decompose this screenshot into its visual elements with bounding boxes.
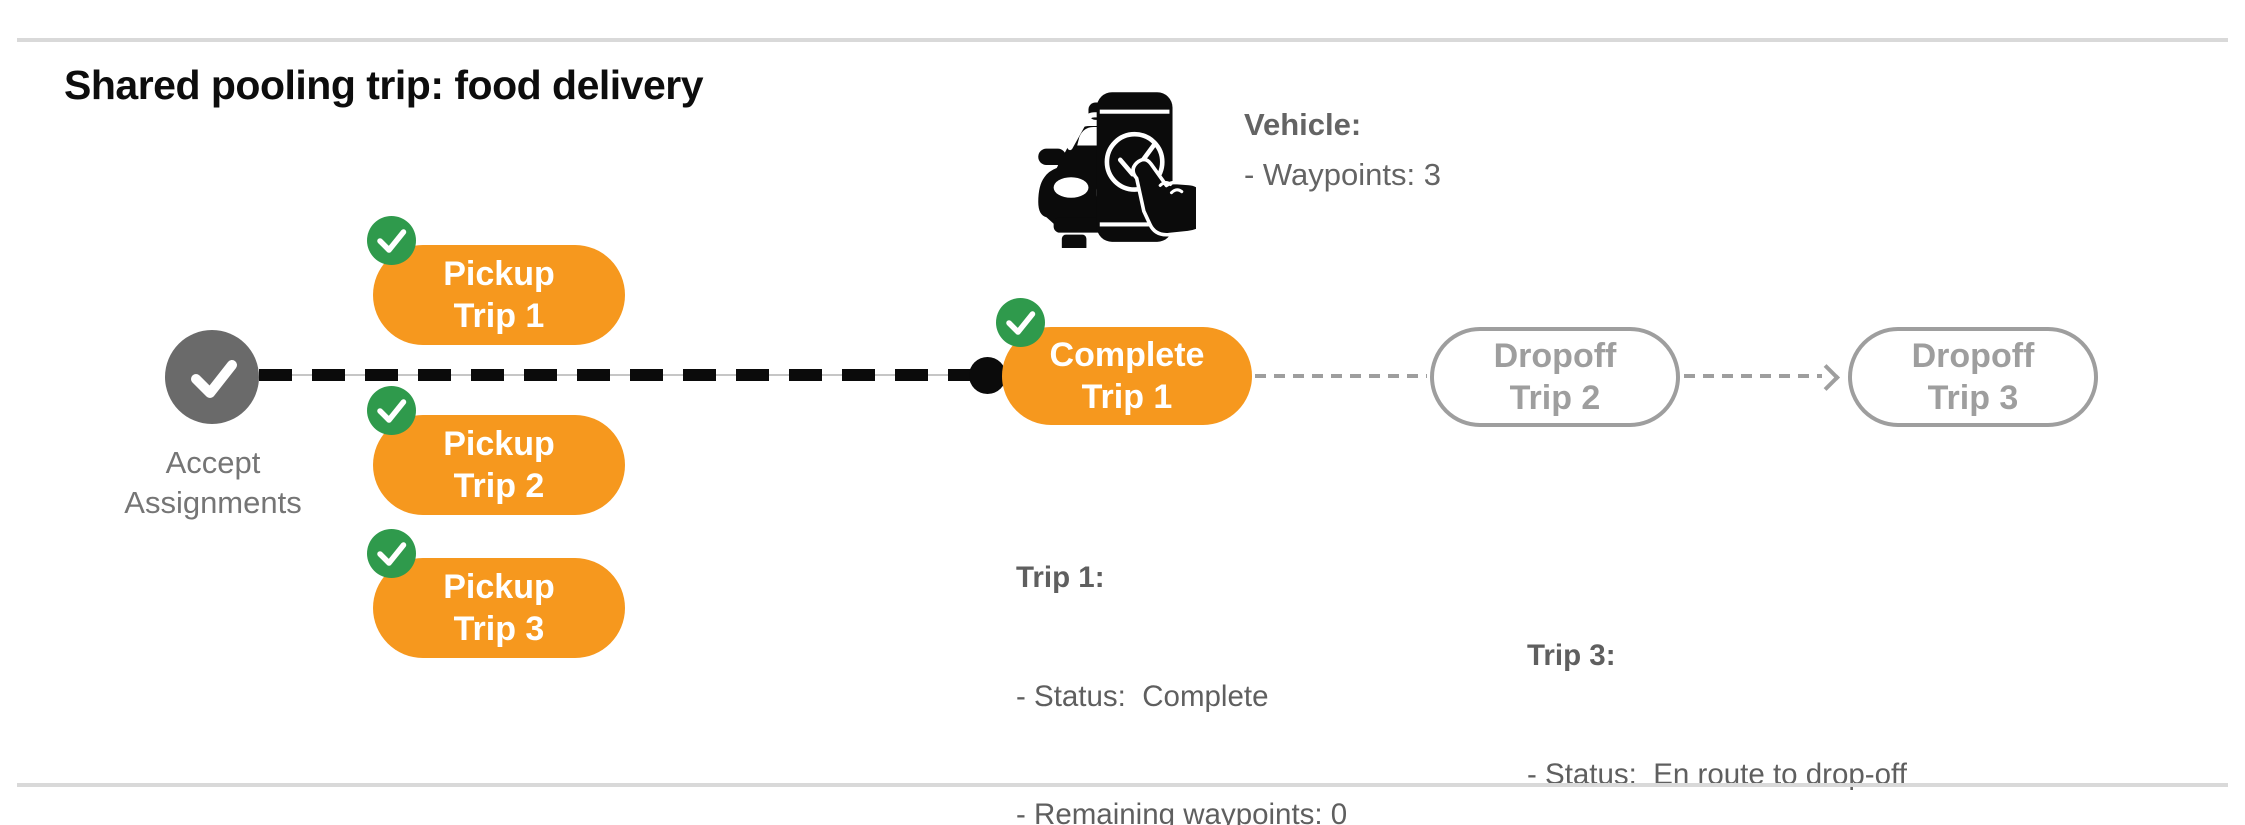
- pill-label-line2: Trip 1: [1081, 378, 1173, 416]
- completed-check-icon: [367, 216, 416, 265]
- dropoff-trip-2-pill: Dropoff Trip 2: [1430, 327, 1680, 427]
- pill-label-line1: Pickup: [443, 568, 555, 606]
- pickup-trip-1-pill: Pickup Trip 1: [367, 216, 625, 345]
- trip-1-waypoints-line: - Remaining waypoints: 0: [1016, 798, 1348, 825]
- trip-1-status-line: - Status: Complete: [1016, 679, 1269, 713]
- completed-check-icon: [367, 529, 416, 578]
- pickup-trip-3-pill: Pickup Trip 3: [367, 529, 625, 658]
- top-divider: [17, 38, 2228, 42]
- accept-label-line2: Assignments: [124, 485, 302, 520]
- vehicle-text: Vehicle: - Waypoints: 3: [1244, 84, 1441, 248]
- page-title: Shared pooling trip: food delivery: [64, 62, 704, 108]
- pill-label-line1: Complete: [1049, 336, 1205, 374]
- accept-assignments-label: Accept Assignments: [38, 443, 388, 523]
- accept-assignments-node: [165, 330, 259, 424]
- pill-label-line1: Dropoff: [1493, 337, 1617, 375]
- dashed-connector-to-dropoff-2: [1255, 374, 1427, 378]
- pill-label-line2: Trip 3: [453, 610, 545, 648]
- current-position-dot: [969, 357, 1006, 394]
- robotaxi-phone-check-icon: [1038, 92, 1196, 248]
- dashed-connector-to-dropoff-3: [1684, 374, 1822, 378]
- bottom-divider: [17, 783, 2228, 787]
- dropoff-trip-3-pill: Dropoff Trip 3: [1848, 327, 2098, 427]
- pill-label-line2: Trip 2: [1509, 379, 1601, 417]
- accept-label-line1: Accept: [165, 445, 261, 480]
- trip-3-heading: Trip 3:: [1527, 639, 1616, 672]
- trip-status-block-left: Trip 1: - Status: Complete - Remaining w…: [1016, 479, 1396, 825]
- trip-1-heading: Trip 1:: [1016, 561, 1105, 594]
- vehicle-label: Vehicle:: [1244, 107, 1362, 142]
- pill-label-line2: Trip 1: [453, 297, 545, 335]
- pill-label-line2: Trip 2: [453, 467, 545, 505]
- completed-check-icon: [367, 386, 416, 435]
- vehicle-info-group: Vehicle: - Waypoints: 3: [1024, 84, 1441, 248]
- pill-label-line1: Dropoff: [1911, 337, 2035, 375]
- pill-label-line2: Trip 3: [1927, 379, 2019, 417]
- pill-label-line1: Pickup: [443, 425, 555, 463]
- check-icon: [191, 360, 237, 398]
- trip-3-status-line: - Status: En route to drop-off: [1527, 757, 1907, 791]
- vehicle-waypoints: - Waypoints: 3: [1244, 157, 1441, 192]
- route-dashed-line: [259, 369, 971, 381]
- pickup-trip-2-pill: Pickup Trip 2: [367, 386, 625, 515]
- pill-label-line1: Pickup: [443, 255, 555, 293]
- arrowhead-icon: [1813, 364, 1840, 391]
- completed-check-icon: [996, 298, 1045, 347]
- complete-trip-1-pill: Complete Trip 1: [996, 298, 1252, 425]
